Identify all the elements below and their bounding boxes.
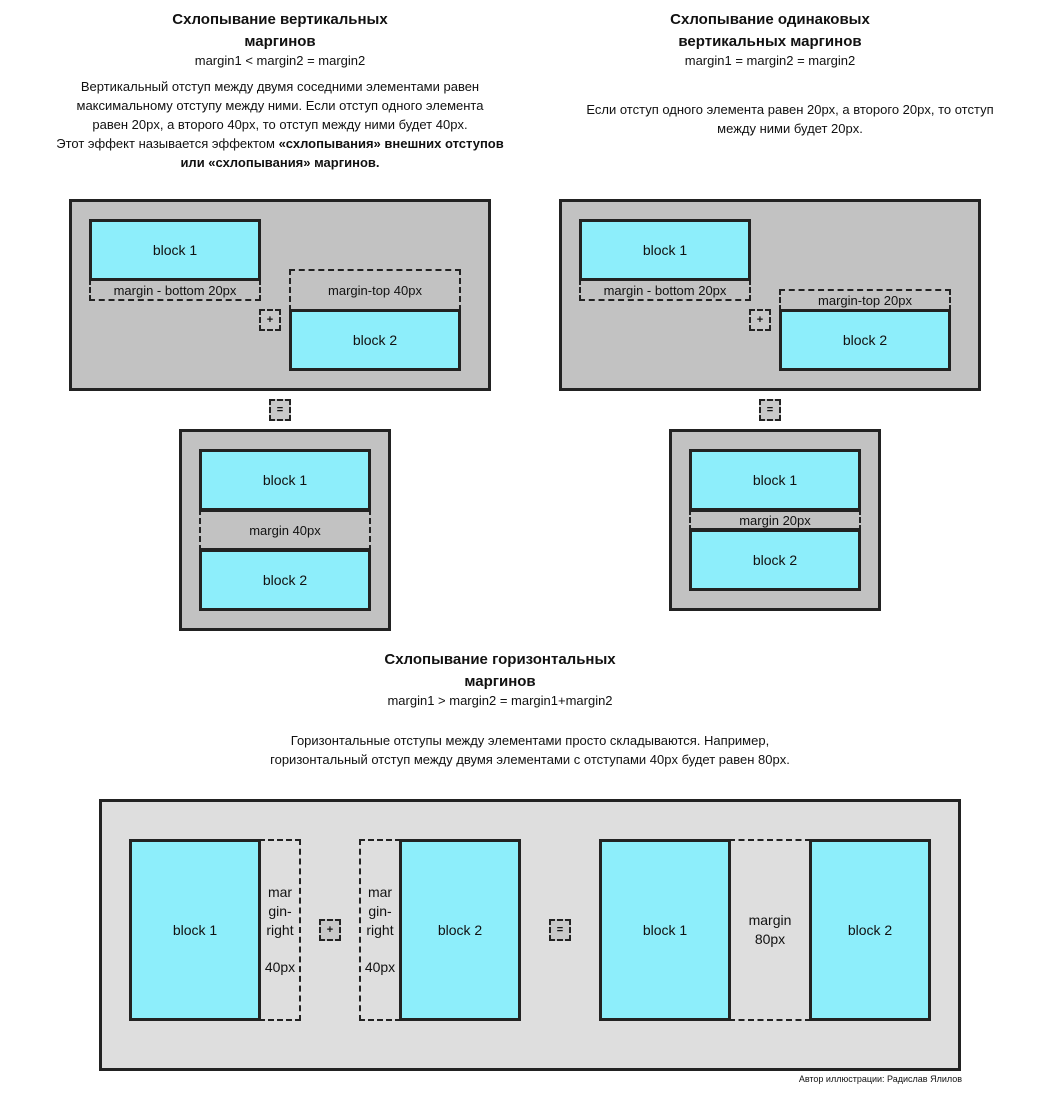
description-line: равен 20px, а второго 40px, то отступ ме…	[92, 117, 468, 132]
result-block-1: block 1	[199, 449, 371, 511]
result-margin: margin 40px	[199, 509, 371, 551]
title-line: Схлопывание горизонтальных	[384, 651, 616, 668]
block-2: block 2	[289, 309, 461, 371]
margin-bottom-box: margin - bottom 20px	[89, 279, 261, 301]
margin-label: gin-	[368, 903, 392, 919]
margin-label: mar	[367, 884, 393, 900]
description-line: Вертикальный отступ между двумя соседним…	[80, 79, 480, 94]
equals-icon: =	[549, 919, 571, 941]
plus-icon: +	[259, 309, 281, 331]
margin-right-box: mar gin- right 40px	[259, 839, 301, 1021]
section-description: Если отступ одного элемента равен 20px, …	[540, 100, 1040, 138]
margin-label: 40px	[364, 959, 396, 975]
margin-label: margin	[748, 912, 792, 928]
section-description: Горизонтальные отступы между элементами …	[180, 731, 880, 769]
margin-label: mar	[267, 884, 293, 900]
equals-icon: =	[269, 399, 291, 421]
result-block-2: block 2	[689, 529, 861, 591]
margin-label: 40px	[264, 959, 296, 975]
description-line: горизонтальный отступ между двумя элемен…	[270, 752, 790, 767]
title-line: маргинов	[464, 673, 536, 690]
margin-label: right	[266, 922, 294, 938]
margin-top-box: margin-top 20px	[779, 289, 951, 311]
result-block-2: block 2	[199, 549, 371, 611]
description-line: или «схлопывания» маргинов.	[20, 153, 540, 172]
description-text: Этот эффект называется эффектом	[56, 136, 279, 151]
illustration-credit: Автор иллюстрации: Радислав Ялилов	[798, 1074, 962, 1084]
description-line: максимальному отступу между ними. Если о…	[76, 98, 484, 113]
title-line: Схлопывание одинаковых	[670, 11, 870, 28]
description-bold-text: или «схлопывания» маргинов.	[180, 155, 380, 170]
result-block-1: block 1	[599, 839, 731, 1021]
section-title-vertical-collapse: Схлопывание вертикальных маргинов	[80, 9, 480, 53]
title-line: Схлопывание вертикальных	[172, 11, 388, 28]
result-block-2: block 2	[809, 839, 931, 1021]
result-margin-box: margin 80px	[729, 839, 811, 1021]
section-title-equal-collapse: Схлопывание одинаковых вертикальных марг…	[570, 9, 970, 53]
plus-icon: +	[749, 309, 771, 331]
title-line: маргинов	[244, 33, 316, 50]
formula: margin1 < margin2 = margin2	[194, 53, 366, 68]
description-line: Если отступ одного элемента равен 20px, …	[586, 102, 994, 117]
margin-bottom-box: margin - bottom 20px	[579, 279, 751, 301]
result-margin: margin 20px	[689, 509, 861, 531]
margin-label: right	[366, 922, 394, 938]
formula: margin1 = margin2 = margin2	[684, 53, 856, 68]
result-block-1: block 1	[689, 449, 861, 511]
block-1: block 1	[89, 219, 261, 281]
plus-icon: +	[319, 919, 341, 941]
description-line: между ними будет 20px.	[717, 121, 863, 136]
section-description: Вертикальный отступ между двумя соседним…	[20, 77, 540, 172]
formula: margin1 > margin2 = margin1+margin2	[387, 693, 613, 708]
section-title-horizontal-collapse: Схлопывание горизонтальных маргинов	[300, 649, 700, 693]
margin-top-box: margin-top 40px	[289, 269, 461, 311]
margin-right-box: mar gin- right 40px	[359, 839, 401, 1021]
description-line: Горизонтальные отступы между элементами …	[290, 733, 770, 748]
margin-label: gin-	[268, 903, 292, 919]
block-1: block 1	[129, 839, 261, 1021]
description-line: Этот эффект называется эффектом «схлопыв…	[20, 134, 540, 153]
block-2: block 2	[779, 309, 951, 371]
equals-icon: =	[759, 399, 781, 421]
block-2: block 2	[399, 839, 521, 1021]
margin-label: 80px	[754, 931, 786, 947]
description-bold-text: «схлопывания» внешних отступов	[278, 136, 504, 151]
title-line: вертикальных маргинов	[678, 33, 862, 50]
block-1: block 1	[579, 219, 751, 281]
